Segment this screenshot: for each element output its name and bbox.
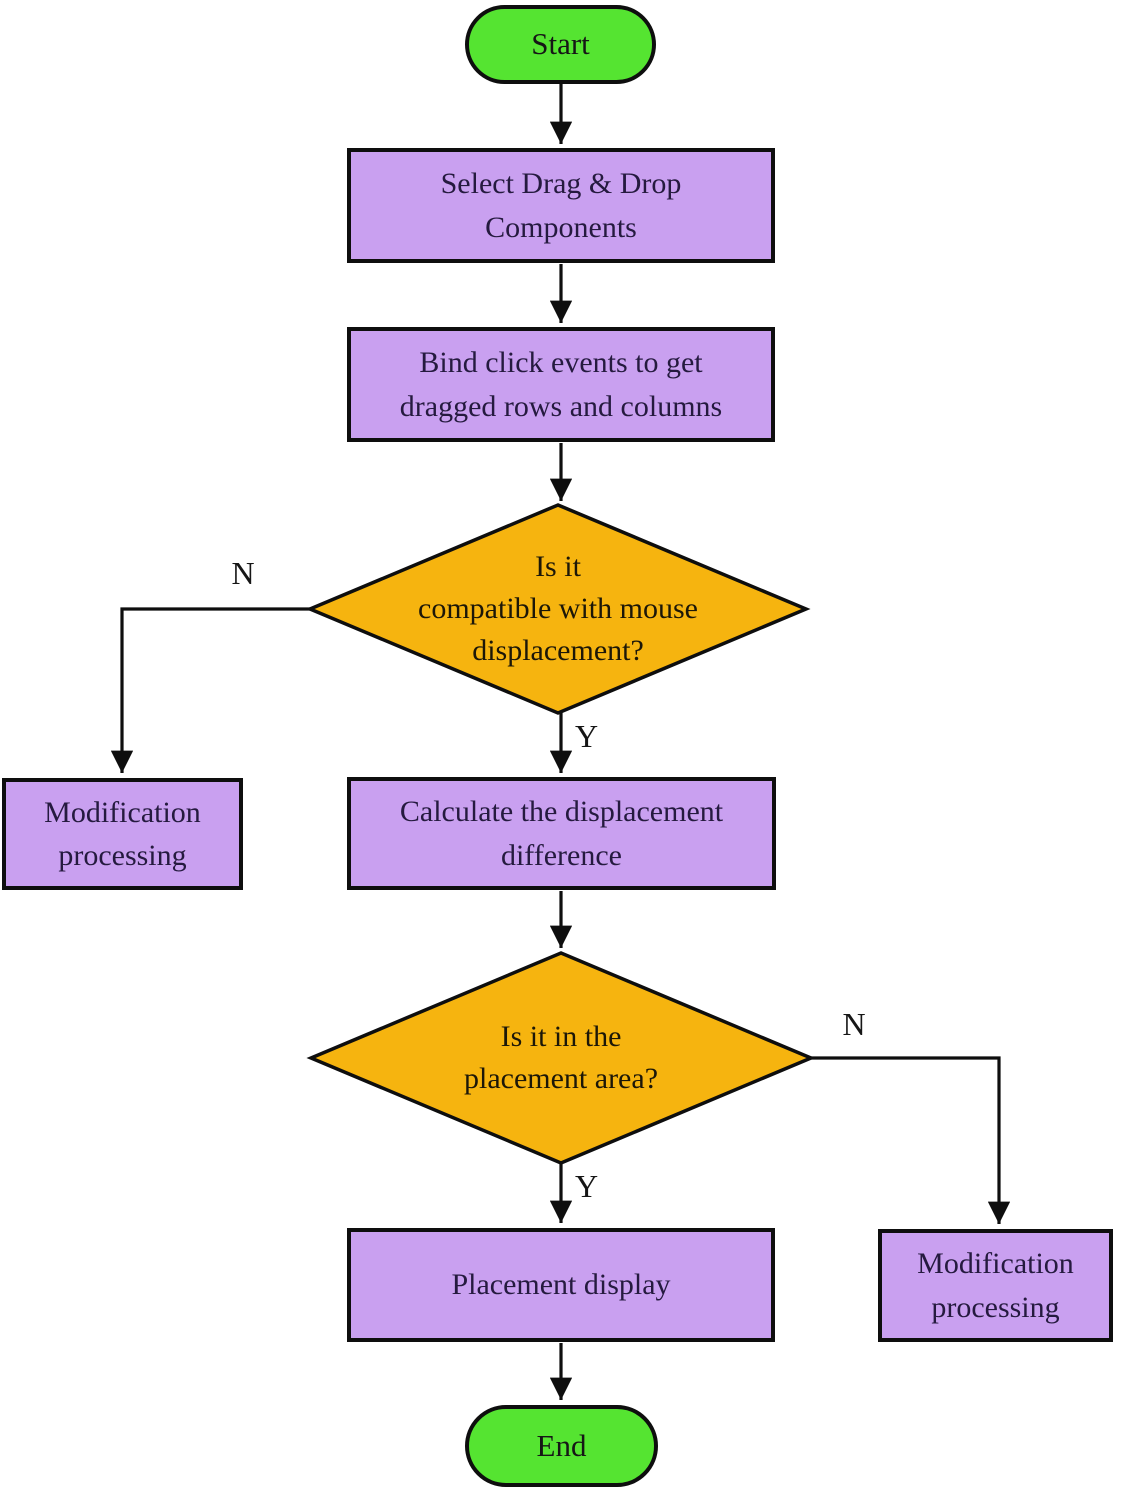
process-bind-click-events: Bind click events to get dragged rows an…	[347, 327, 775, 442]
end-node: End	[465, 1405, 658, 1487]
decision1-label: Is it compatible with mouse displacement…	[418, 550, 698, 667]
decision2-no-label: N	[842, 1006, 866, 1042]
decision1-no-label: N	[231, 555, 255, 591]
decision2-diamond	[306, 951, 816, 1165]
decision2-label: Is it in the placement area?	[463, 1020, 659, 1095]
edge-decision2-no	[811, 1056, 1011, 1224]
decision1-yes-label: Y	[575, 718, 599, 754]
process-modification-right: Modification processing	[878, 1229, 1113, 1342]
decision1-diamond	[305, 503, 811, 715]
process-select-components: Select Drag & Drop Components	[347, 148, 775, 263]
process-modification-left: Modification processing	[2, 778, 243, 890]
process-placement-display: Placement display	[347, 1228, 775, 1342]
decision2-yes-label: Y	[575, 1168, 599, 1204]
start-node: Start	[465, 5, 656, 84]
process-calculate-displacement: Calculate the displacement difference	[347, 777, 776, 890]
edge-decision1-no	[110, 607, 310, 773]
